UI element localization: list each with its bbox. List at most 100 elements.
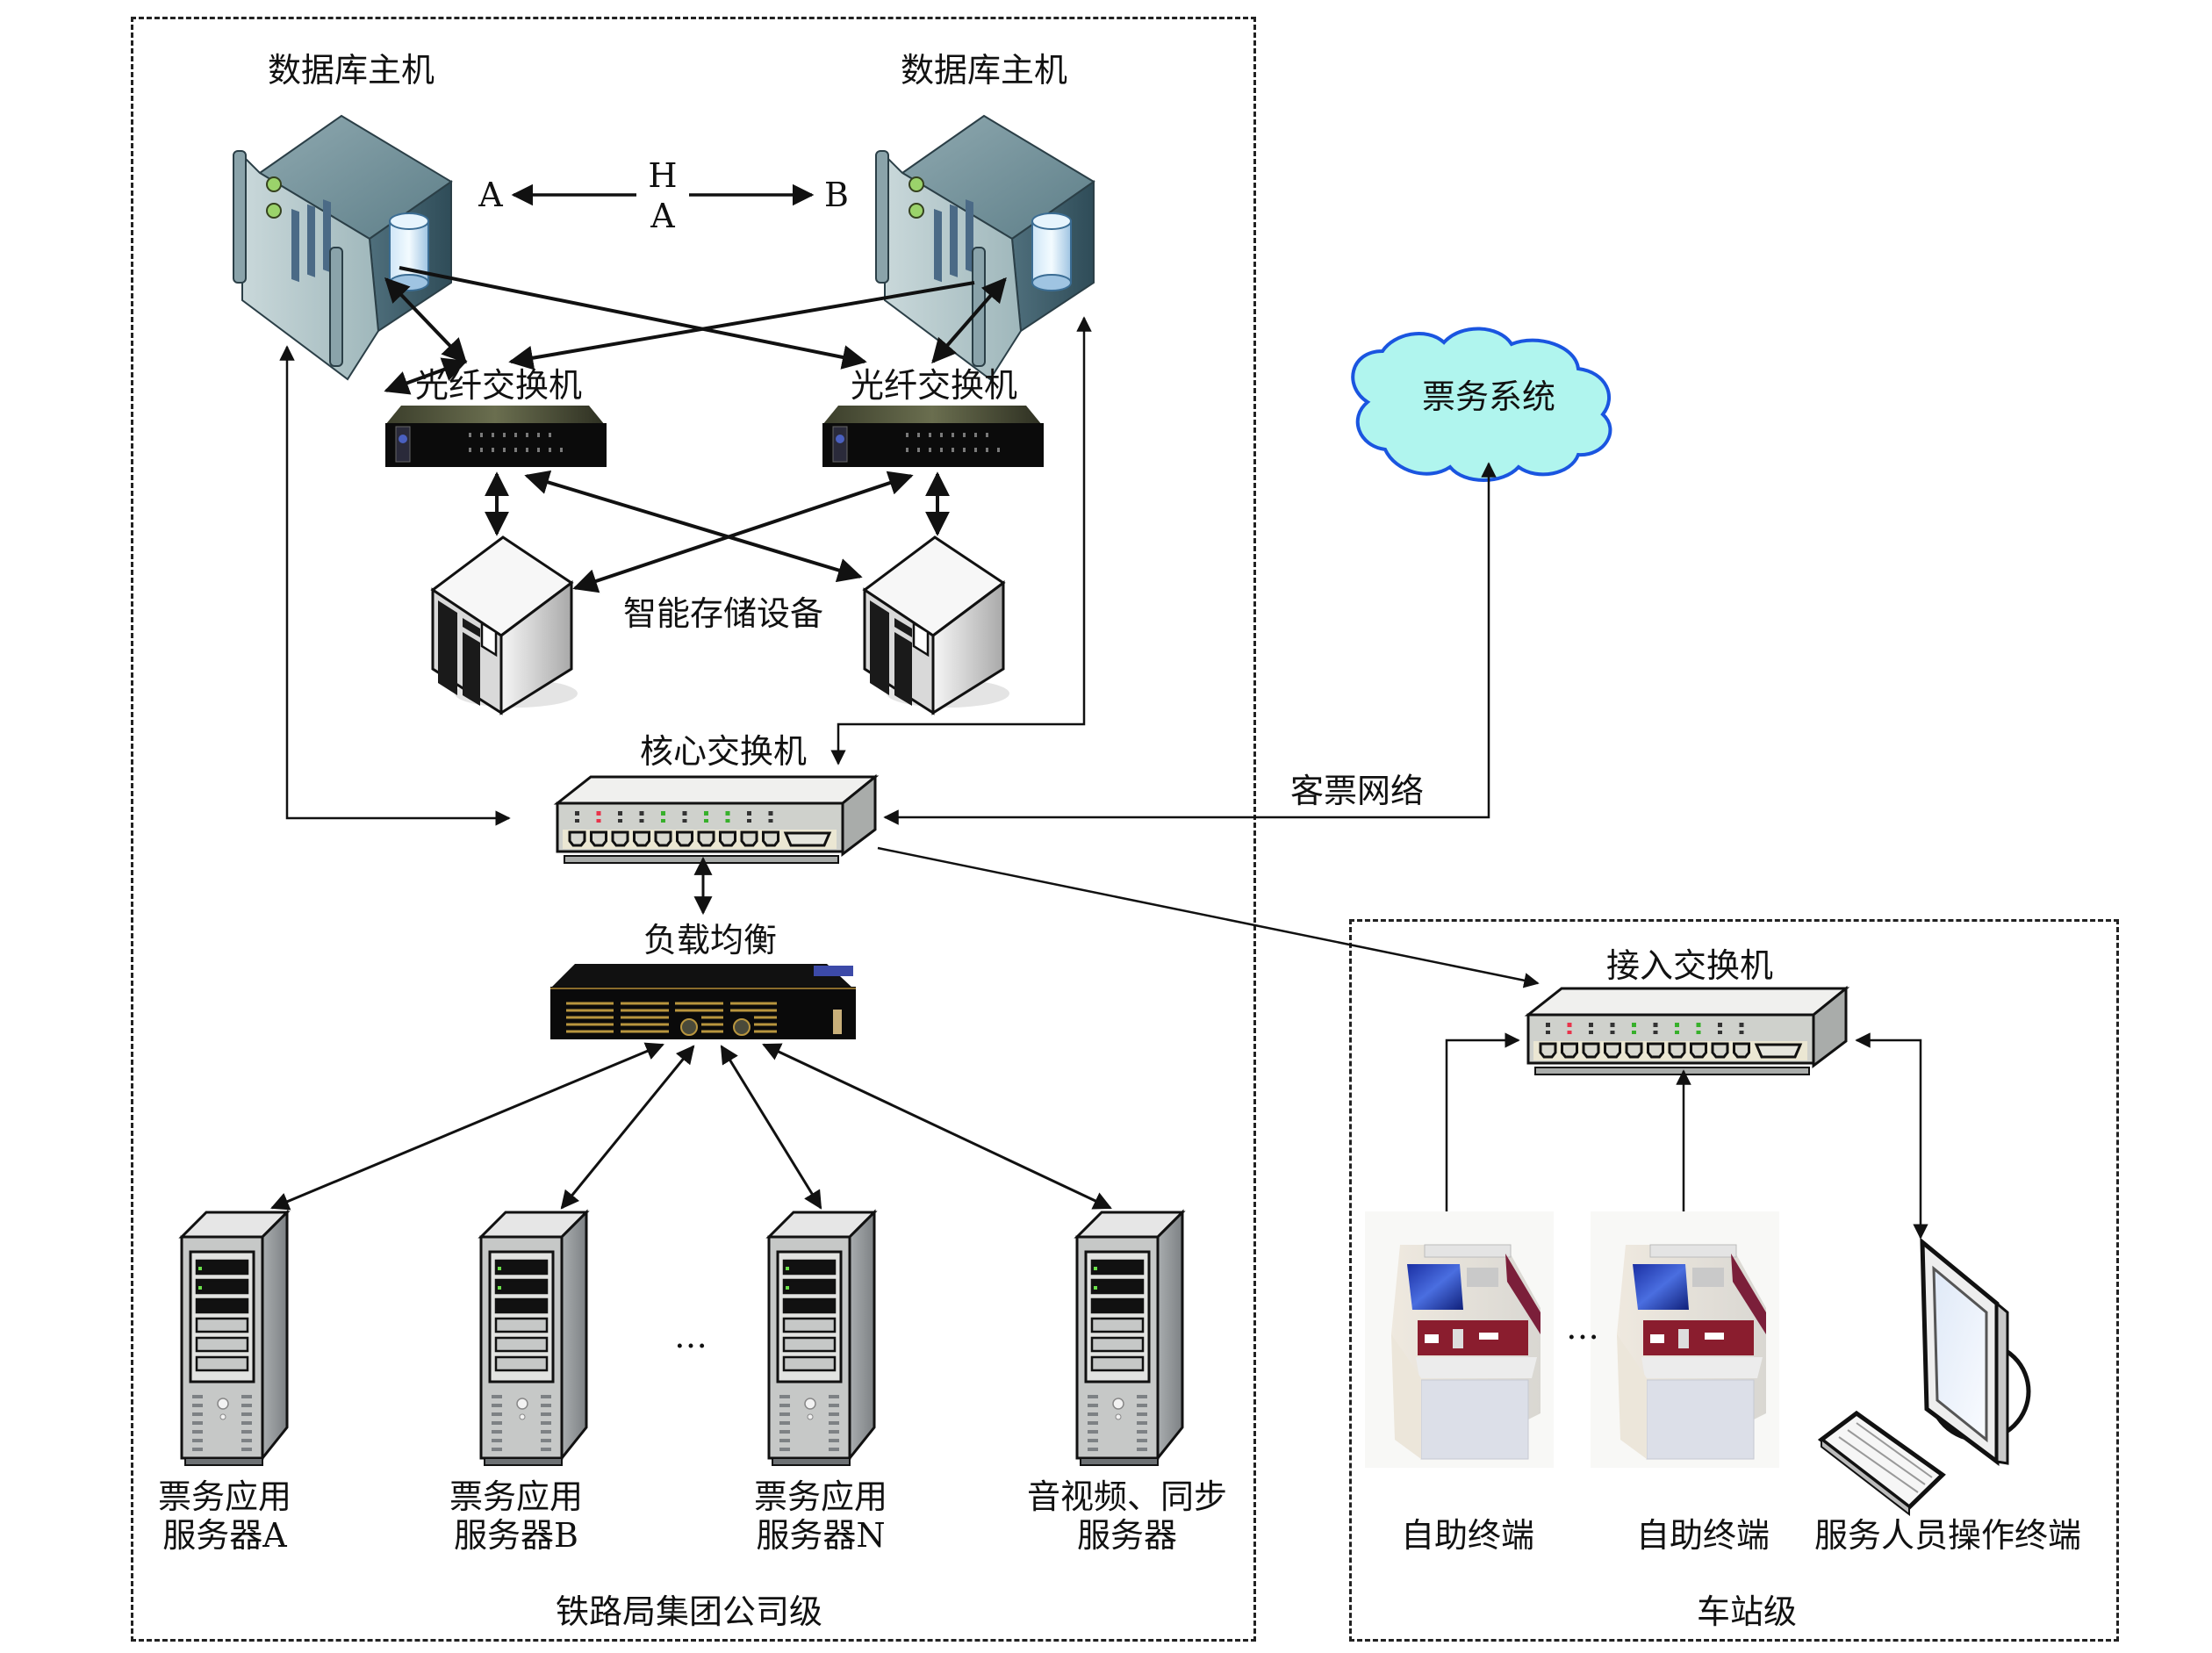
- switch-led: [1718, 1031, 1722, 1034]
- switch-port: [1582, 1042, 1600, 1059]
- db-host-b-device[interactable]: [875, 114, 1095, 381]
- switch-port: [1604, 1042, 1621, 1059]
- switch-led: [704, 819, 708, 823]
- switch-led: [575, 811, 579, 816]
- ticket-system-label: 票务系统: [1421, 377, 1556, 416]
- cloud-icon: [1351, 327, 1612, 482]
- storage-label: 智能存储设备: [622, 594, 824, 633]
- switch-led: [1653, 1023, 1658, 1027]
- switch-led: [1675, 1031, 1679, 1034]
- storage-2-device[interactable]: [862, 535, 1009, 715]
- self-service-kiosk-device[interactable]: [1365, 1211, 1554, 1468]
- core-switch-label: 核心交换机: [639, 732, 808, 771]
- kiosk-icon: [1591, 1211, 1779, 1468]
- storage-cabinet-icon: [430, 535, 578, 715]
- server-b-label-line1: 票务应用: [449, 1477, 584, 1516]
- link-lb-server-n: [720, 1045, 822, 1210]
- fiber-switch-1-label: 光纤交换机: [414, 366, 583, 405]
- network-link-label: 客票网络: [1289, 772, 1425, 810]
- link-access-operator: [1855, 1032, 1928, 1240]
- server-av-label-line2: 服务器: [1076, 1516, 1178, 1555]
- switch-led: [1567, 1031, 1572, 1034]
- fiber-switch-icon: [385, 406, 607, 467]
- switch-led: [704, 811, 708, 816]
- switch-port: [762, 830, 779, 847]
- switch-port: [1711, 1042, 1729, 1059]
- switch-led: [639, 819, 644, 823]
- desktop-computer-icon: [1817, 1237, 2031, 1517]
- group-station-label: 车站级: [1696, 1592, 1798, 1631]
- switch-serial-port: [1754, 1043, 1803, 1059]
- switch-led: [1696, 1031, 1701, 1034]
- terminal-kiosk-2-label: 自助终端: [1635, 1516, 1770, 1555]
- app-server-device[interactable]: [178, 1209, 291, 1466]
- server-a-label-line1: 票务应用: [157, 1477, 292, 1516]
- switch-led: [747, 811, 751, 816]
- switch-port: [568, 830, 586, 847]
- switch-port: [697, 830, 715, 847]
- app-server-device[interactable]: [478, 1209, 590, 1466]
- switch-port: [654, 830, 672, 847]
- ha-top-label: H: [648, 156, 678, 195]
- access-switch-device[interactable]: [1524, 985, 1850, 1075]
- self-service-kiosk-device[interactable]: [1591, 1211, 1779, 1468]
- switch-led: [1739, 1023, 1744, 1027]
- app-server-device[interactable]: [765, 1209, 878, 1466]
- server-b-label-line2: 服务器B: [454, 1516, 578, 1555]
- switch-port: [676, 830, 693, 847]
- storage-1-device[interactable]: [430, 535, 578, 715]
- server-a-label-line2: 服务器A: [162, 1516, 287, 1555]
- link-dbb-fs1: [508, 281, 975, 370]
- switch-led: [1567, 1023, 1572, 1027]
- switch-led: [725, 811, 730, 816]
- switch-led: [661, 811, 665, 816]
- load-balancer-label: 负载均衡: [643, 921, 778, 959]
- switch-port: [740, 830, 758, 847]
- switch-port: [1647, 1042, 1664, 1059]
- network-switch-icon: [1524, 985, 1850, 1075]
- tower-server-icon: [1074, 1209, 1186, 1466]
- ha-left-label: A: [478, 176, 503, 214]
- link-core-dba: [279, 345, 511, 826]
- switch-led: [1632, 1031, 1636, 1034]
- ticket-system-cloud[interactable]: [1351, 327, 1612, 482]
- switch-led: [768, 811, 773, 816]
- core-switch-device[interactable]: [553, 773, 880, 864]
- switch-led: [596, 811, 601, 816]
- tower-server-icon: [178, 1209, 291, 1466]
- switch-port: [611, 830, 629, 847]
- fiber-switch-1-device[interactable]: [385, 406, 607, 467]
- db-host-b-label: 数据库主机: [900, 51, 1068, 90]
- switch-led: [1610, 1031, 1615, 1034]
- switch-led: [596, 819, 601, 823]
- switch-led: [1546, 1031, 1550, 1034]
- db-host-a-device[interactable]: [233, 114, 453, 381]
- load-balancer-device[interactable]: [550, 964, 856, 1039]
- switch-led: [725, 819, 730, 823]
- storage-cabinet-icon: [862, 535, 1009, 715]
- switch-led: [1718, 1023, 1722, 1027]
- switch-led: [1610, 1023, 1615, 1027]
- switch-led: [639, 811, 644, 816]
- switch-led: [661, 819, 665, 823]
- switch-led: [618, 811, 622, 816]
- switch-led: [1696, 1023, 1701, 1027]
- switch-serial-port: [783, 831, 832, 847]
- switch-port: [590, 830, 607, 847]
- terminal-operator-label: 服务人员操作终端: [1813, 1516, 2082, 1555]
- app-server-device[interactable]: [1074, 1209, 1186, 1466]
- fiber-switch-icon: [822, 406, 1044, 467]
- servers-ellipsis: …: [674, 1317, 707, 1355]
- group-bureau-level: [131, 17, 1256, 1642]
- server-n-label-line1: 票务应用: [753, 1477, 888, 1516]
- fiber-switch-2-device[interactable]: [822, 406, 1044, 467]
- switch-port: [1625, 1042, 1643, 1059]
- operator-terminal-device[interactable]: [1817, 1237, 2031, 1517]
- switch-led: [682, 811, 687, 816]
- switch-led: [1739, 1031, 1744, 1034]
- switch-port: [633, 830, 650, 847]
- link-lb-server-av: [762, 1043, 1112, 1210]
- switch-led: [1546, 1023, 1550, 1027]
- db-host-a-label: 数据库主机: [267, 51, 435, 90]
